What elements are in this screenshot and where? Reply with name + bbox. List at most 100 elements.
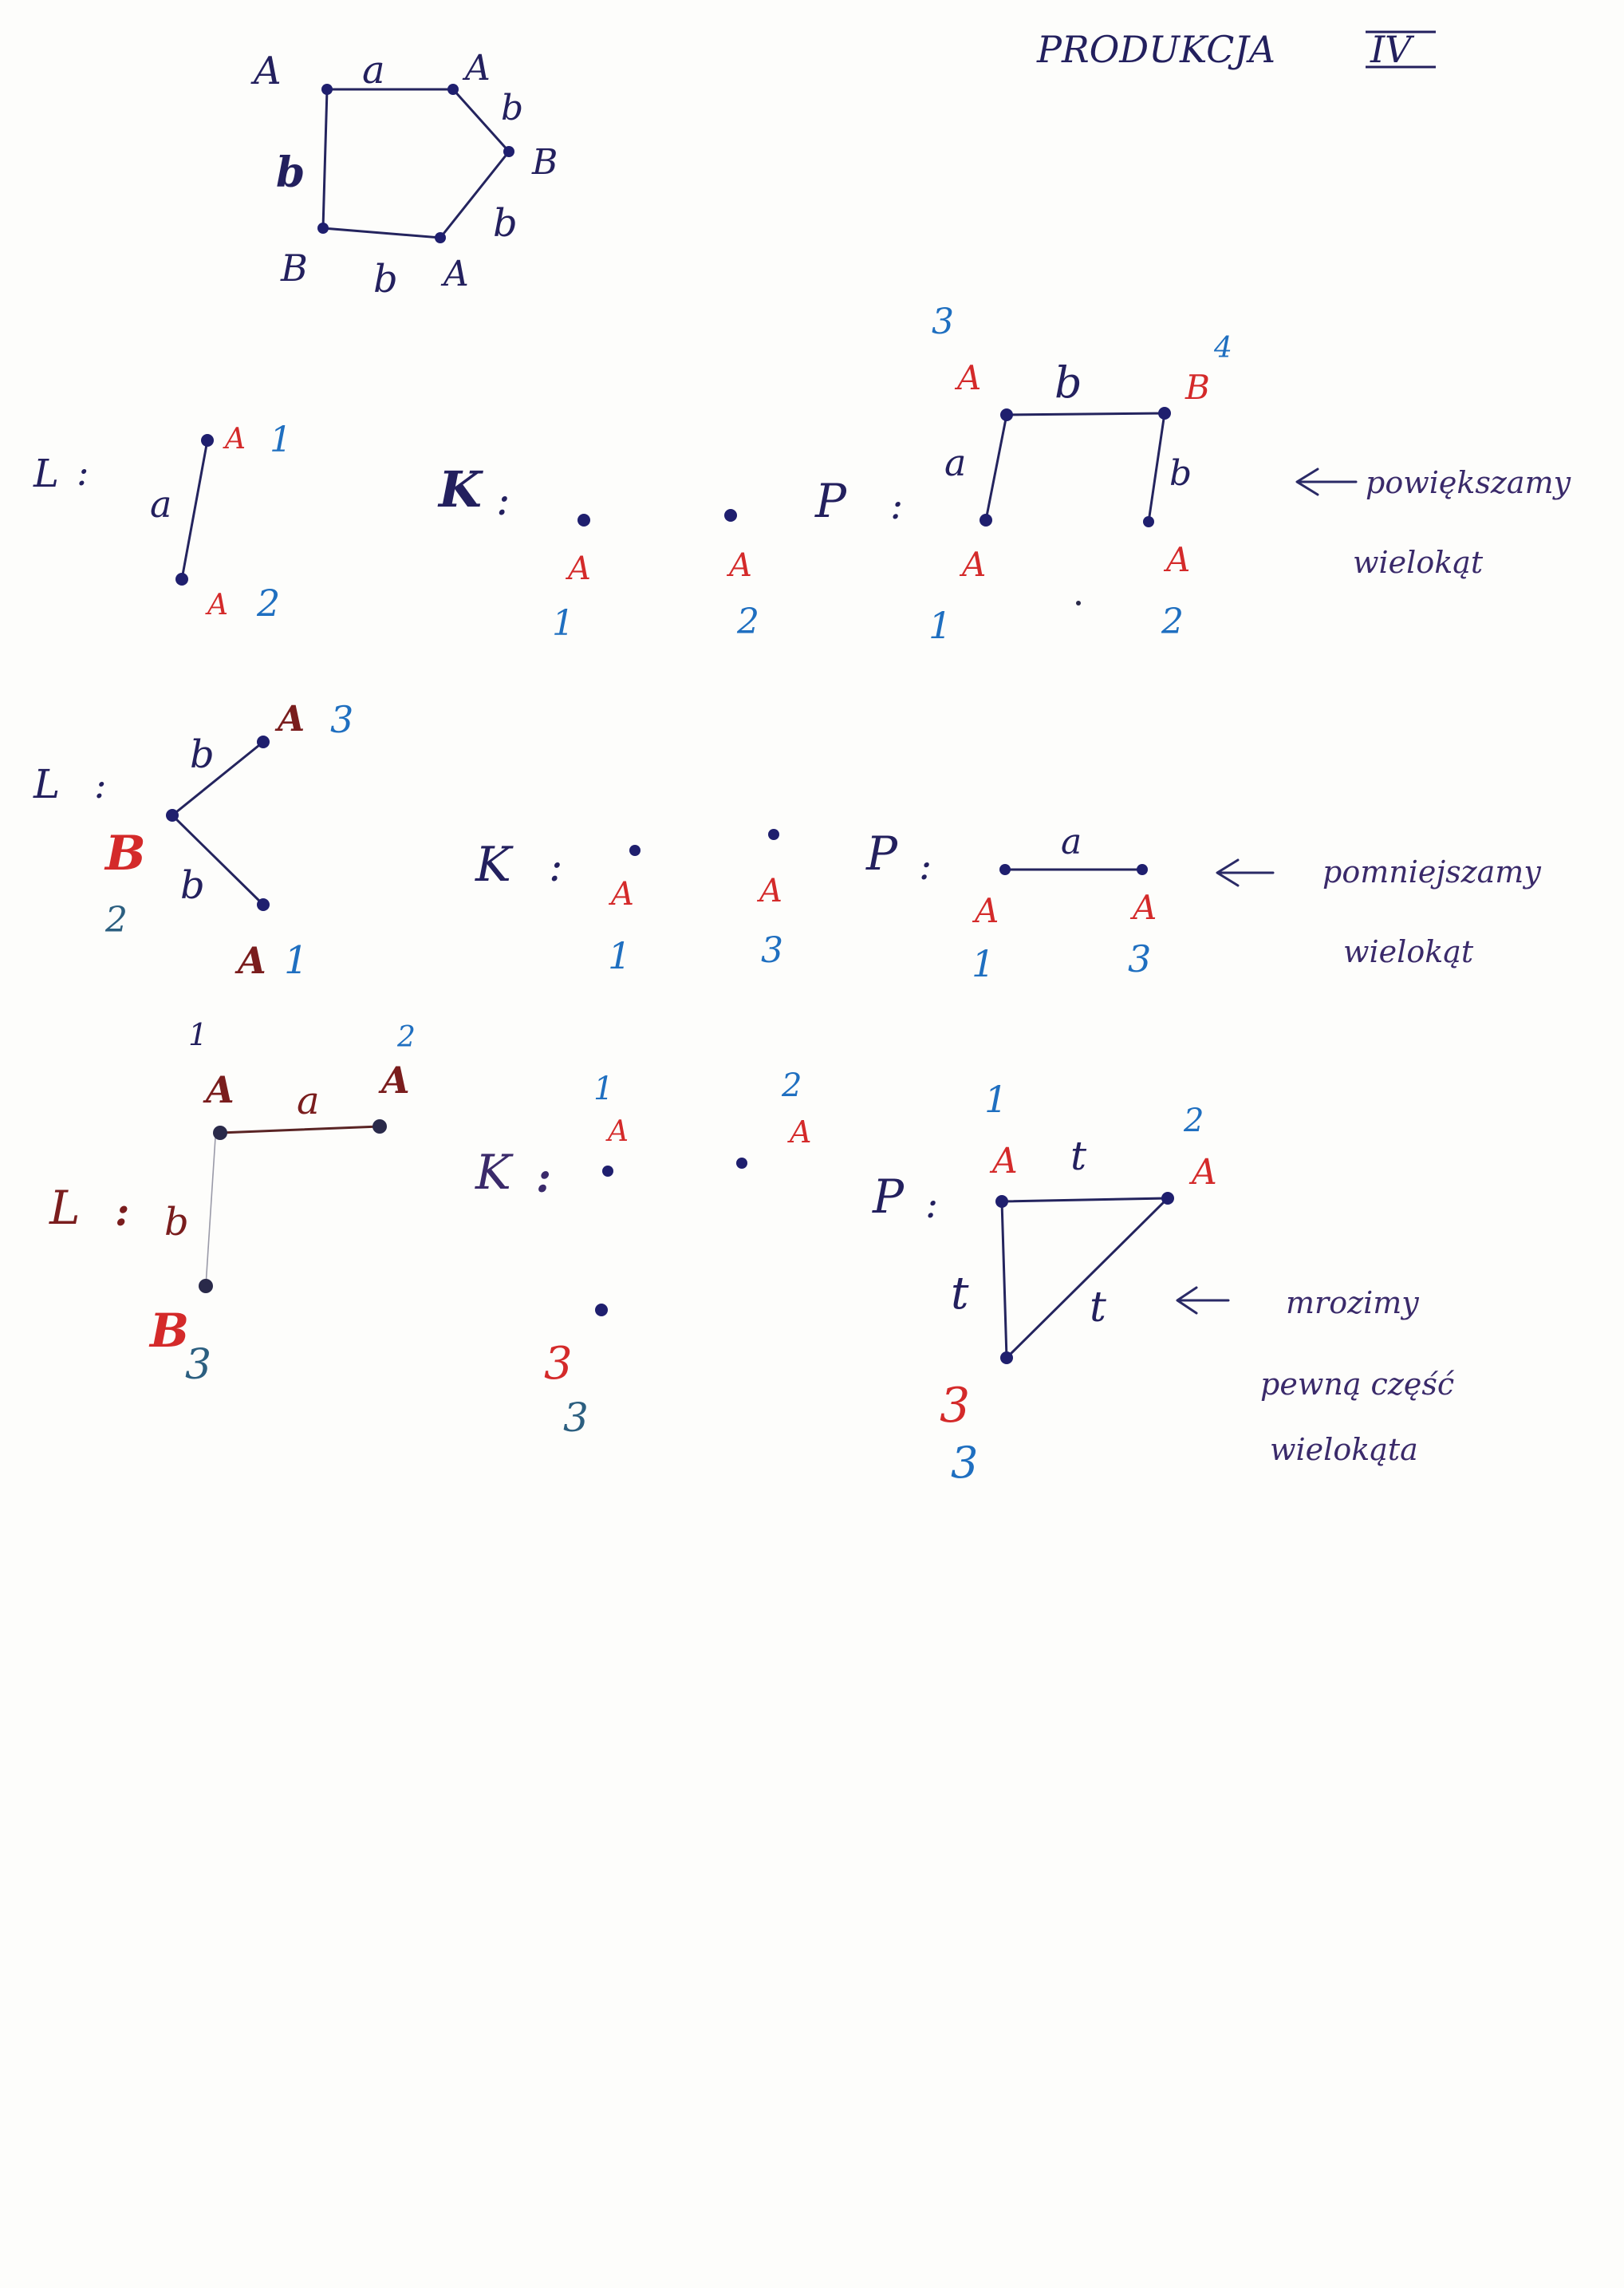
- rule-2-K-node-1: [629, 845, 641, 856]
- rule-3-P-node-3-label: 3: [940, 1378, 970, 1434]
- rule-2-L-node-2-num: 2: [104, 900, 128, 941]
- rule-1: L : a A 1 A 2 K : A 1 A 2 P :: [33, 302, 1571, 647]
- rule-1-P-node-1-label: A: [959, 545, 986, 584]
- rule-1-interface-graph: K : A 1 A 2: [437, 460, 759, 644]
- pentagon-node-bottom-left: [317, 223, 329, 234]
- rule-3-K-node-3: [595, 1304, 608, 1316]
- pentagon-label-top-left: A: [250, 49, 282, 93]
- rule-2-P-edge-label: a: [1061, 822, 1082, 862]
- rule-3-L-node-2-label: A: [378, 1059, 410, 1102]
- rule-1-P-node-2-label: A: [1163, 540, 1190, 579]
- rule-1-P-edge-left: a: [944, 441, 966, 484]
- rule-3-note-line-3: wielokąta: [1270, 1432, 1418, 1467]
- rule-1-L-node-2-label: A: [205, 589, 228, 621]
- rule-1-K-node-2-num: 2: [736, 602, 759, 642]
- rule-2-P-node-1-label: A: [972, 891, 999, 930]
- rule-2-L-colon: :: [94, 763, 107, 807]
- rule-1-K-symbol: K: [437, 460, 483, 519]
- rule-3-P-node-2-num: 2: [1183, 1103, 1204, 1139]
- pentagon-edge-left: b: [276, 148, 305, 197]
- pentagon-edge-bottom: b: [373, 257, 398, 302]
- rule-3-K-colon: :: [536, 1154, 551, 1202]
- rule-3-right-graph: P : t t t 1 A 2 A 3 3: [872, 1078, 1217, 1488]
- rule-3-L-node-1-num: 1: [188, 1017, 207, 1052]
- rule-3-L-node-1-label: A: [203, 1068, 235, 1111]
- rule-2-note: pomniejszamy wielokąt: [1216, 854, 1541, 969]
- rule-2-right-graph: P : a A 1 A 3: [865, 822, 1157, 985]
- rule-2-note-line-1: pomniejszamy: [1322, 854, 1541, 890]
- rule-1-P-node-2-num: 2: [1161, 602, 1184, 642]
- rule-3: L : a b 1 A 2 A B 3 K : 1 A 2 A 3: [49, 1017, 1455, 1488]
- rule-1-K-node-1-num: 1: [552, 603, 574, 644]
- rule-1-P-symbol: P: [814, 474, 847, 528]
- pentagon-node-top-right: [447, 84, 459, 95]
- rule-2-interface-graph: K : A 1 A 3: [475, 829, 783, 977]
- rule-2-P-colon: :: [919, 844, 932, 889]
- rule-1-P-node-1-num: 1: [928, 604, 952, 647]
- rule-1-L-edge: [180, 439, 209, 581]
- rule-1-L-colon: :: [77, 451, 89, 494]
- rule-2-P-node-3: [1137, 864, 1148, 875]
- rule-2-K-node-3-label: A: [756, 873, 782, 909]
- rule-3-L-node-2: [372, 1119, 387, 1134]
- rule-1-L-node-2-num: 2: [256, 582, 280, 625]
- rule-2-K-node-3: [768, 829, 779, 840]
- rule-2-L-node-1: [257, 898, 270, 911]
- rule-3-K-node-1-num: 1: [593, 1071, 613, 1107]
- pentagon-label-bottom-left: B: [280, 247, 308, 290]
- header-roman: IV: [1370, 28, 1415, 71]
- rule-2-L-node-3-label: A: [274, 699, 305, 740]
- rule-3-K-node-3-label: 3: [544, 1338, 573, 1390]
- rule-1-K-node-1-label: A: [565, 550, 591, 587]
- rule-2-L-node-2: [166, 809, 179, 822]
- rule-1-right-graph: P : a b b 3 A 4 B A 1 A 2: [814, 302, 1232, 647]
- rule-3-L-node-3-label: B: [148, 1304, 189, 1358]
- rule-2-left-graph: L : b b A 3 B 2 A 1: [33, 698, 353, 983]
- pentagon-label-bottom-right: A: [440, 254, 469, 294]
- rule-3-interface-graph: K : 1 A 2 A 3 3: [475, 1067, 811, 1441]
- pentagon-node-right: [503, 146, 514, 157]
- rule-3-P-edge-left: t: [951, 1268, 969, 1320]
- page-header: PRODUKCJA IV: [1036, 28, 1436, 71]
- rule-1-P-node-4: [1158, 407, 1171, 420]
- pentagon-edge-lower-right: b: [493, 201, 518, 246]
- rule-1-L-node-1: [201, 434, 214, 447]
- rule-1-K-colon: :: [496, 477, 510, 525]
- rule-3-L-colon: :: [115, 1188, 129, 1235]
- rule-2-P-node-1: [999, 864, 1011, 875]
- rule-1-K-node-2: [724, 509, 737, 522]
- rule-2-K-symbol: K: [475, 837, 514, 893]
- rule-3-L-node-1: [213, 1126, 227, 1140]
- rule-3-K-node-1-label: A: [605, 1115, 629, 1148]
- rule-3-P-node-1: [995, 1195, 1008, 1208]
- rule-3-P-node-2: [1161, 1192, 1174, 1205]
- rule-2-K-node-1-label: A: [608, 876, 634, 913]
- rule-3-P-colon: :: [925, 1182, 938, 1227]
- rule-3-P-triangle: [1000, 1197, 1171, 1361]
- pentagon-graph: A A B A B a b b b b: [250, 48, 558, 302]
- rule-1-P-node-3-label: A: [954, 358, 981, 397]
- rule-2-P-node-3-num: 3: [1128, 937, 1151, 980]
- rule-2-P-symbol: P: [865, 826, 898, 881]
- rule-2-L-node-2-label: B: [104, 826, 146, 882]
- rule-3-L-node-3-num: 3: [185, 1341, 211, 1389]
- pentagon-edge-upper-right: b: [501, 88, 523, 128]
- rule-1-P-colon: :: [890, 483, 903, 528]
- rule-3-K-symbol: K: [475, 1145, 514, 1201]
- rule-1-note-line-2: wielokąt: [1353, 545, 1484, 580]
- pentagon-node-bottom-right: [435, 232, 446, 243]
- rule-1-P-node-4-num: 4: [1213, 332, 1232, 365]
- rule-3-note-line-1: mrozimy: [1286, 1285, 1419, 1320]
- rule-1-P-node-4-label: B: [1184, 368, 1210, 407]
- rule-1-P-stray-dot: [1076, 601, 1081, 606]
- rule-3-P-node-3: [1000, 1351, 1013, 1364]
- rule-3-P-node-1-num: 1: [984, 1078, 1007, 1121]
- rule-1-P-edge-right: b: [1169, 453, 1192, 494]
- rule-1-L-edge-label: a: [150, 483, 171, 526]
- rule-2-L-node-3-num: 3: [330, 698, 353, 741]
- rule-3-P-edge-diagonal: t: [1090, 1284, 1106, 1331]
- rule-3-P-node-3-num: 3: [951, 1438, 978, 1488]
- rule-1-P-node-3-num: 3: [932, 302, 954, 342]
- rule-2-K-colon: :: [549, 843, 563, 891]
- rule-3-L-symbol: L: [49, 1181, 81, 1235]
